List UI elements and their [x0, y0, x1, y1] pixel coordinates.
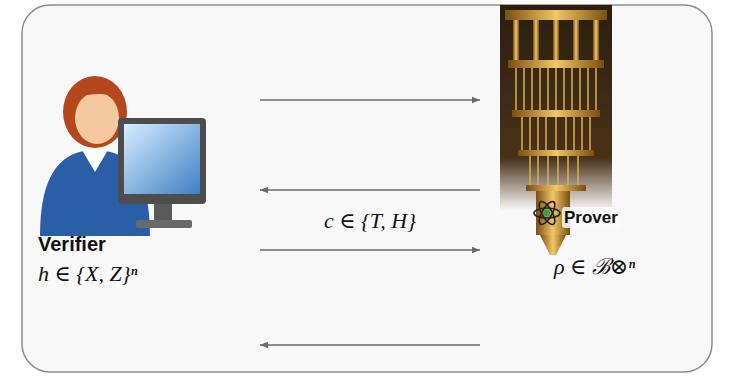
message-arrow	[260, 189, 480, 191]
role-label: Verifier	[38, 232, 106, 256]
quantum-computer-image-part	[513, 20, 519, 60]
atom-icon-part	[536, 199, 558, 227]
panel	[22, 5, 712, 372]
panel-part	[22, 5, 712, 372]
verifier-icon-part	[82, 150, 108, 172]
quantum-computer-image-part	[553, 20, 559, 60]
party-node: Verifier h ∈ {X, Z}ⁿ	[30, 60, 260, 360]
quantum-computer-image-part	[505, 10, 607, 20]
role-label: Prover	[562, 207, 620, 228]
verifier-icon-part	[124, 124, 200, 194]
math-label: h ∈ {X, Z}ⁿ	[38, 261, 137, 287]
verifier-icon-part	[70, 84, 122, 100]
atom-icon-part	[536, 199, 558, 227]
quantum-computer-image-part	[518, 150, 594, 156]
quantum-computer-image-part	[516, 68, 596, 110]
message-arrow	[260, 344, 480, 346]
quantum-computer-image-part	[500, 5, 612, 210]
verifier-icon-part	[154, 204, 172, 222]
message-arrow	[260, 99, 480, 101]
message-arrow	[260, 249, 480, 251]
atom-icon-part	[544, 210, 551, 217]
atom-icon	[534, 199, 560, 227]
math-label: ρ ∈ ℬ⊗ⁿ	[554, 254, 635, 280]
quantum-computer-image-part	[593, 20, 599, 60]
verifier-icon-part	[136, 220, 192, 228]
quantum-computer-image-part	[522, 117, 590, 150]
quantum-computer-image-part	[508, 60, 604, 68]
quantum-computer-image-part	[512, 110, 600, 117]
verifier-icon-part	[63, 76, 127, 148]
verifier-icon-part	[75, 92, 119, 144]
verifier-icon	[40, 76, 206, 236]
quantum-computer-image-part	[533, 20, 539, 60]
verifier-icon-part	[118, 118, 206, 204]
quantum-computer-image-part	[540, 235, 566, 255]
atom-icon-part	[534, 208, 560, 218]
quantum-computer-image-part	[573, 20, 579, 60]
quantum-computer-image-part	[526, 185, 586, 191]
challenge-label: c ∈ {T, H}	[320, 208, 420, 234]
party-node: Prover ρ ∈ ℬ⊗ⁿ	[480, 60, 700, 360]
quantum-computer-image-part	[530, 156, 578, 185]
